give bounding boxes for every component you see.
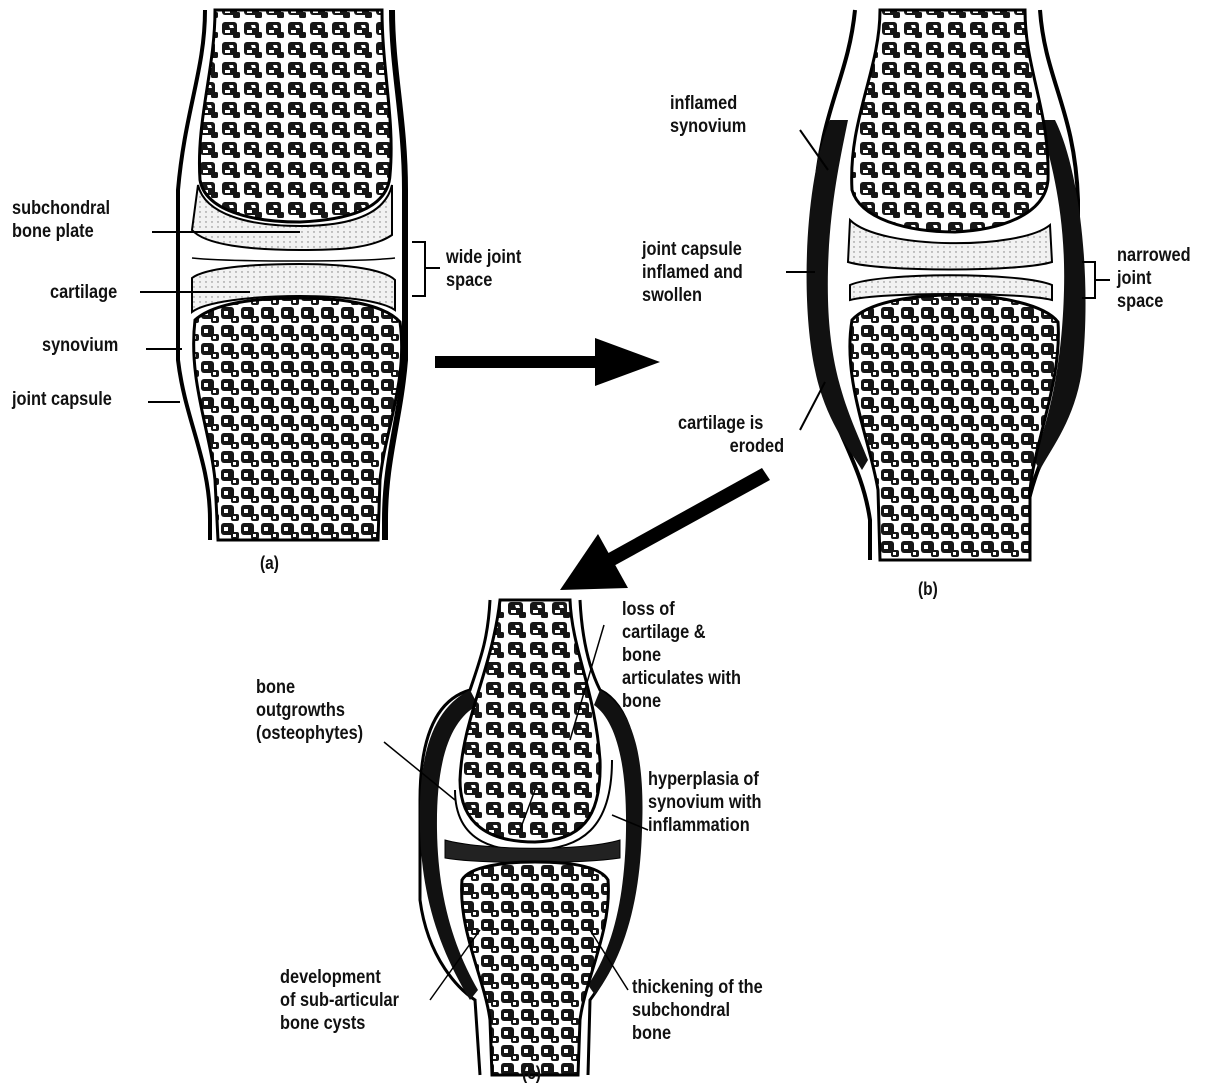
label-line: joint	[1117, 267, 1191, 290]
label-line: subchondral	[632, 999, 763, 1022]
label-line: inflamed and	[642, 261, 743, 284]
label-line: bone	[632, 1022, 763, 1045]
caption-b: (b)	[918, 578, 938, 601]
label-line: subchondral	[12, 197, 110, 220]
label-line: swollen	[642, 284, 743, 307]
panel-c-joint	[420, 600, 643, 1075]
label-joint-capsule-inflamed: joint capsule inflamed and swollen	[642, 238, 743, 307]
label-line: bone	[622, 644, 741, 667]
label-line: wide joint	[446, 246, 521, 269]
label-narrowed-joint-space: narrowed joint space	[1117, 244, 1191, 313]
caption-c: (c)	[522, 1062, 541, 1084]
label-line: cartilage is	[678, 412, 784, 435]
label-line: outgrowths	[256, 699, 363, 722]
label-line: narrowed	[1117, 244, 1191, 267]
label-synovium: synovium	[42, 334, 118, 357]
label-cartilage: cartilage	[50, 281, 117, 304]
label-line: inflammation	[648, 814, 761, 837]
label-line: bone plate	[12, 220, 110, 243]
label-line: development	[280, 966, 399, 989]
label-line: thickening of the	[632, 976, 763, 999]
label-line: bone cysts	[280, 1012, 399, 1035]
label-joint-capsule: joint capsule	[12, 388, 112, 411]
caption-a: (a)	[260, 552, 279, 575]
label-bone-outgrowths: bone outgrowths (osteophytes)	[256, 676, 363, 745]
label-line: inflamed	[670, 92, 746, 115]
arrow-b-to-c	[560, 468, 770, 590]
label-line: synovium	[670, 115, 746, 138]
label-line: joint capsule	[642, 238, 743, 261]
label-line: bone	[622, 690, 741, 713]
label-line: of sub-articular	[280, 989, 399, 1012]
arrow-a-to-b	[435, 338, 660, 386]
label-line: cartilage &	[622, 621, 741, 644]
label-subchondral-bone-plate: subchondral bone plate	[12, 197, 110, 243]
label-line: synovium with	[648, 791, 761, 814]
label-loss-of-cartilage: loss of cartilage & bone articulates wit…	[622, 598, 741, 713]
label-hyperplasia: hyperplasia of synovium with inflammatio…	[648, 768, 761, 837]
label-line: space	[446, 269, 521, 292]
label-sub-articular-cysts: development of sub-articular bone cysts	[280, 966, 399, 1035]
label-wide-joint-space: wide joint space	[446, 246, 521, 292]
label-thickening: thickening of the subchondral bone	[632, 976, 763, 1045]
label-line: bone	[256, 676, 363, 699]
label-line: (osteophytes)	[256, 722, 363, 745]
label-line: eroded	[678, 435, 784, 458]
panel-a-joint	[178, 10, 405, 540]
label-inflamed-synovium: inflamed synovium	[670, 92, 746, 138]
label-line: loss of	[622, 598, 741, 621]
label-line: hyperplasia of	[648, 768, 761, 791]
label-line: articulates with	[622, 667, 741, 690]
panel-b-joint	[807, 10, 1086, 560]
label-line: space	[1117, 290, 1191, 313]
label-cartilage-eroded: cartilage is eroded	[678, 412, 784, 458]
